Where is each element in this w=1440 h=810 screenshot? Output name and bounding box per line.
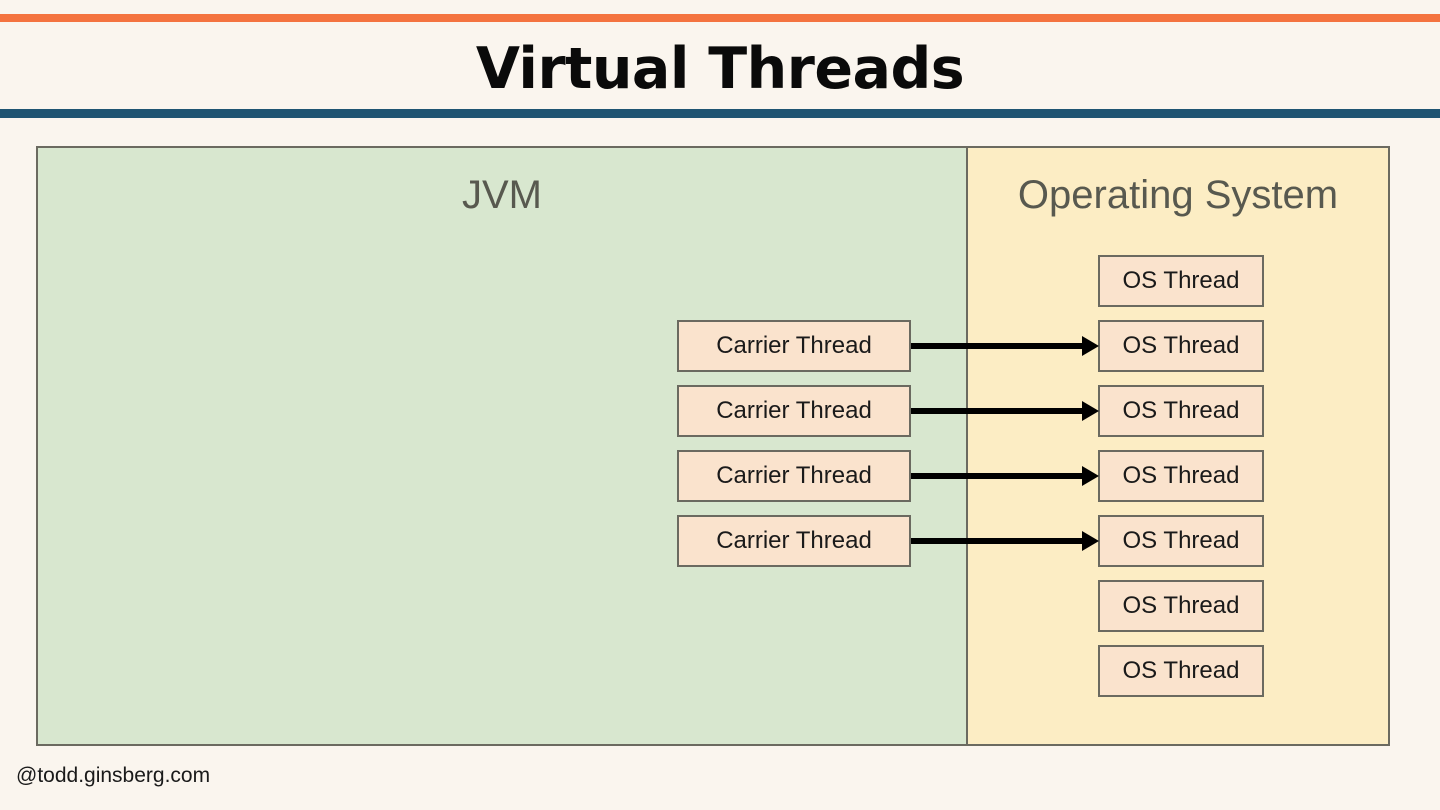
operating-system-zone-label: Operating System	[1017, 173, 1339, 217]
os-thread-box-3[interactable]: OS Thread	[1098, 385, 1264, 437]
header-bottom-rule	[0, 109, 1440, 118]
carrier-thread-box-1[interactable]: Carrier Thread	[677, 320, 911, 372]
slide-header: Virtual Threads	[0, 0, 1440, 120]
os-thread-box-7[interactable]: OS Thread	[1098, 645, 1264, 697]
operating-system-zone: Operating System	[968, 148, 1388, 744]
os-thread-box-6[interactable]: OS Thread	[1098, 580, 1264, 632]
header-top-rule	[0, 14, 1440, 22]
carrier-thread-box-3[interactable]: Carrier Thread	[677, 450, 911, 502]
os-thread-box-1[interactable]: OS Thread	[1098, 255, 1264, 307]
os-thread-box-2[interactable]: OS Thread	[1098, 320, 1264, 372]
page-title: Virtual Threads	[475, 36, 965, 102]
virtual-threads-diagram: JVM Operating System OS Thread OS Thread…	[36, 146, 1390, 746]
footer-handle: @todd.ginsberg.com	[16, 764, 211, 787]
os-thread-box-4[interactable]: OS Thread	[1098, 450, 1264, 502]
os-thread-box-5[interactable]: OS Thread	[1098, 515, 1264, 567]
carrier-thread-box-2[interactable]: Carrier Thread	[677, 385, 911, 437]
jvm-zone: JVM	[38, 148, 968, 744]
jvm-zone-label: JVM	[462, 173, 542, 217]
carrier-thread-box-4[interactable]: Carrier Thread	[677, 515, 911, 567]
